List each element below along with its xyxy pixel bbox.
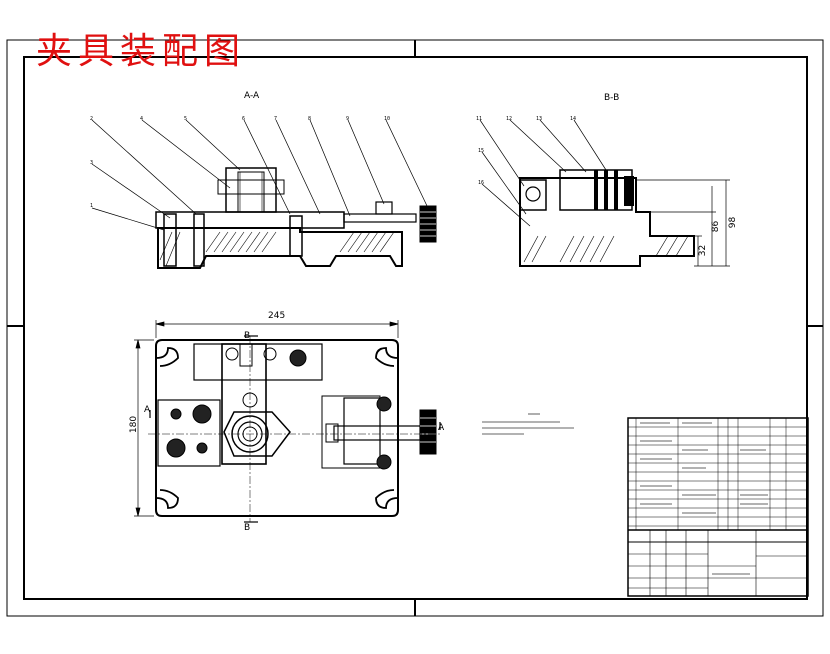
section-marker-b-bottom: B	[244, 523, 251, 533]
section-marker-a-right: A	[438, 423, 445, 433]
balloon-15: 15	[478, 148, 485, 154]
balloon-7: 7	[274, 116, 278, 122]
section-view-aa	[91, 119, 437, 269]
section-marker-a-left: A	[144, 405, 151, 415]
section-label-aa: A-A	[244, 91, 260, 101]
balloon-11: 11	[476, 116, 483, 122]
drawing-overlay-title: 夹具装配图	[36, 31, 247, 72]
centering-marks	[7, 40, 823, 616]
plan-view	[134, 320, 441, 523]
dim-width-245: 245	[268, 311, 286, 321]
dim-side-32: 32	[698, 244, 709, 257]
balloon-16: 16	[478, 180, 485, 186]
dim-height-180: 180	[129, 415, 140, 434]
parts-list-grid	[628, 418, 808, 530]
balloon-10: 10	[384, 116, 391, 122]
balloon-12: 12	[506, 116, 513, 122]
balloon-2: 2	[90, 116, 94, 122]
balloon-8: 8	[308, 116, 312, 122]
section-label-bb: B-B	[604, 93, 620, 103]
section-marker-b-top: B	[244, 331, 251, 341]
balloon-1: 1	[90, 203, 94, 209]
balloon-14: 14	[570, 116, 577, 122]
balloon-4: 4	[140, 116, 144, 122]
dim-side-98: 98	[728, 216, 739, 229]
balloon-9: 9	[346, 116, 350, 122]
dim-side-86: 86	[711, 220, 722, 233]
balloon-3: 3	[90, 160, 94, 166]
title-block	[627, 417, 809, 597]
balloon-6: 6	[242, 116, 246, 122]
sheet-inner-frame	[23, 56, 808, 600]
technical-notes	[482, 413, 574, 435]
balloon-13: 13	[536, 116, 543, 122]
section-view-bb	[479, 119, 730, 267]
balloon-5: 5	[184, 116, 188, 122]
